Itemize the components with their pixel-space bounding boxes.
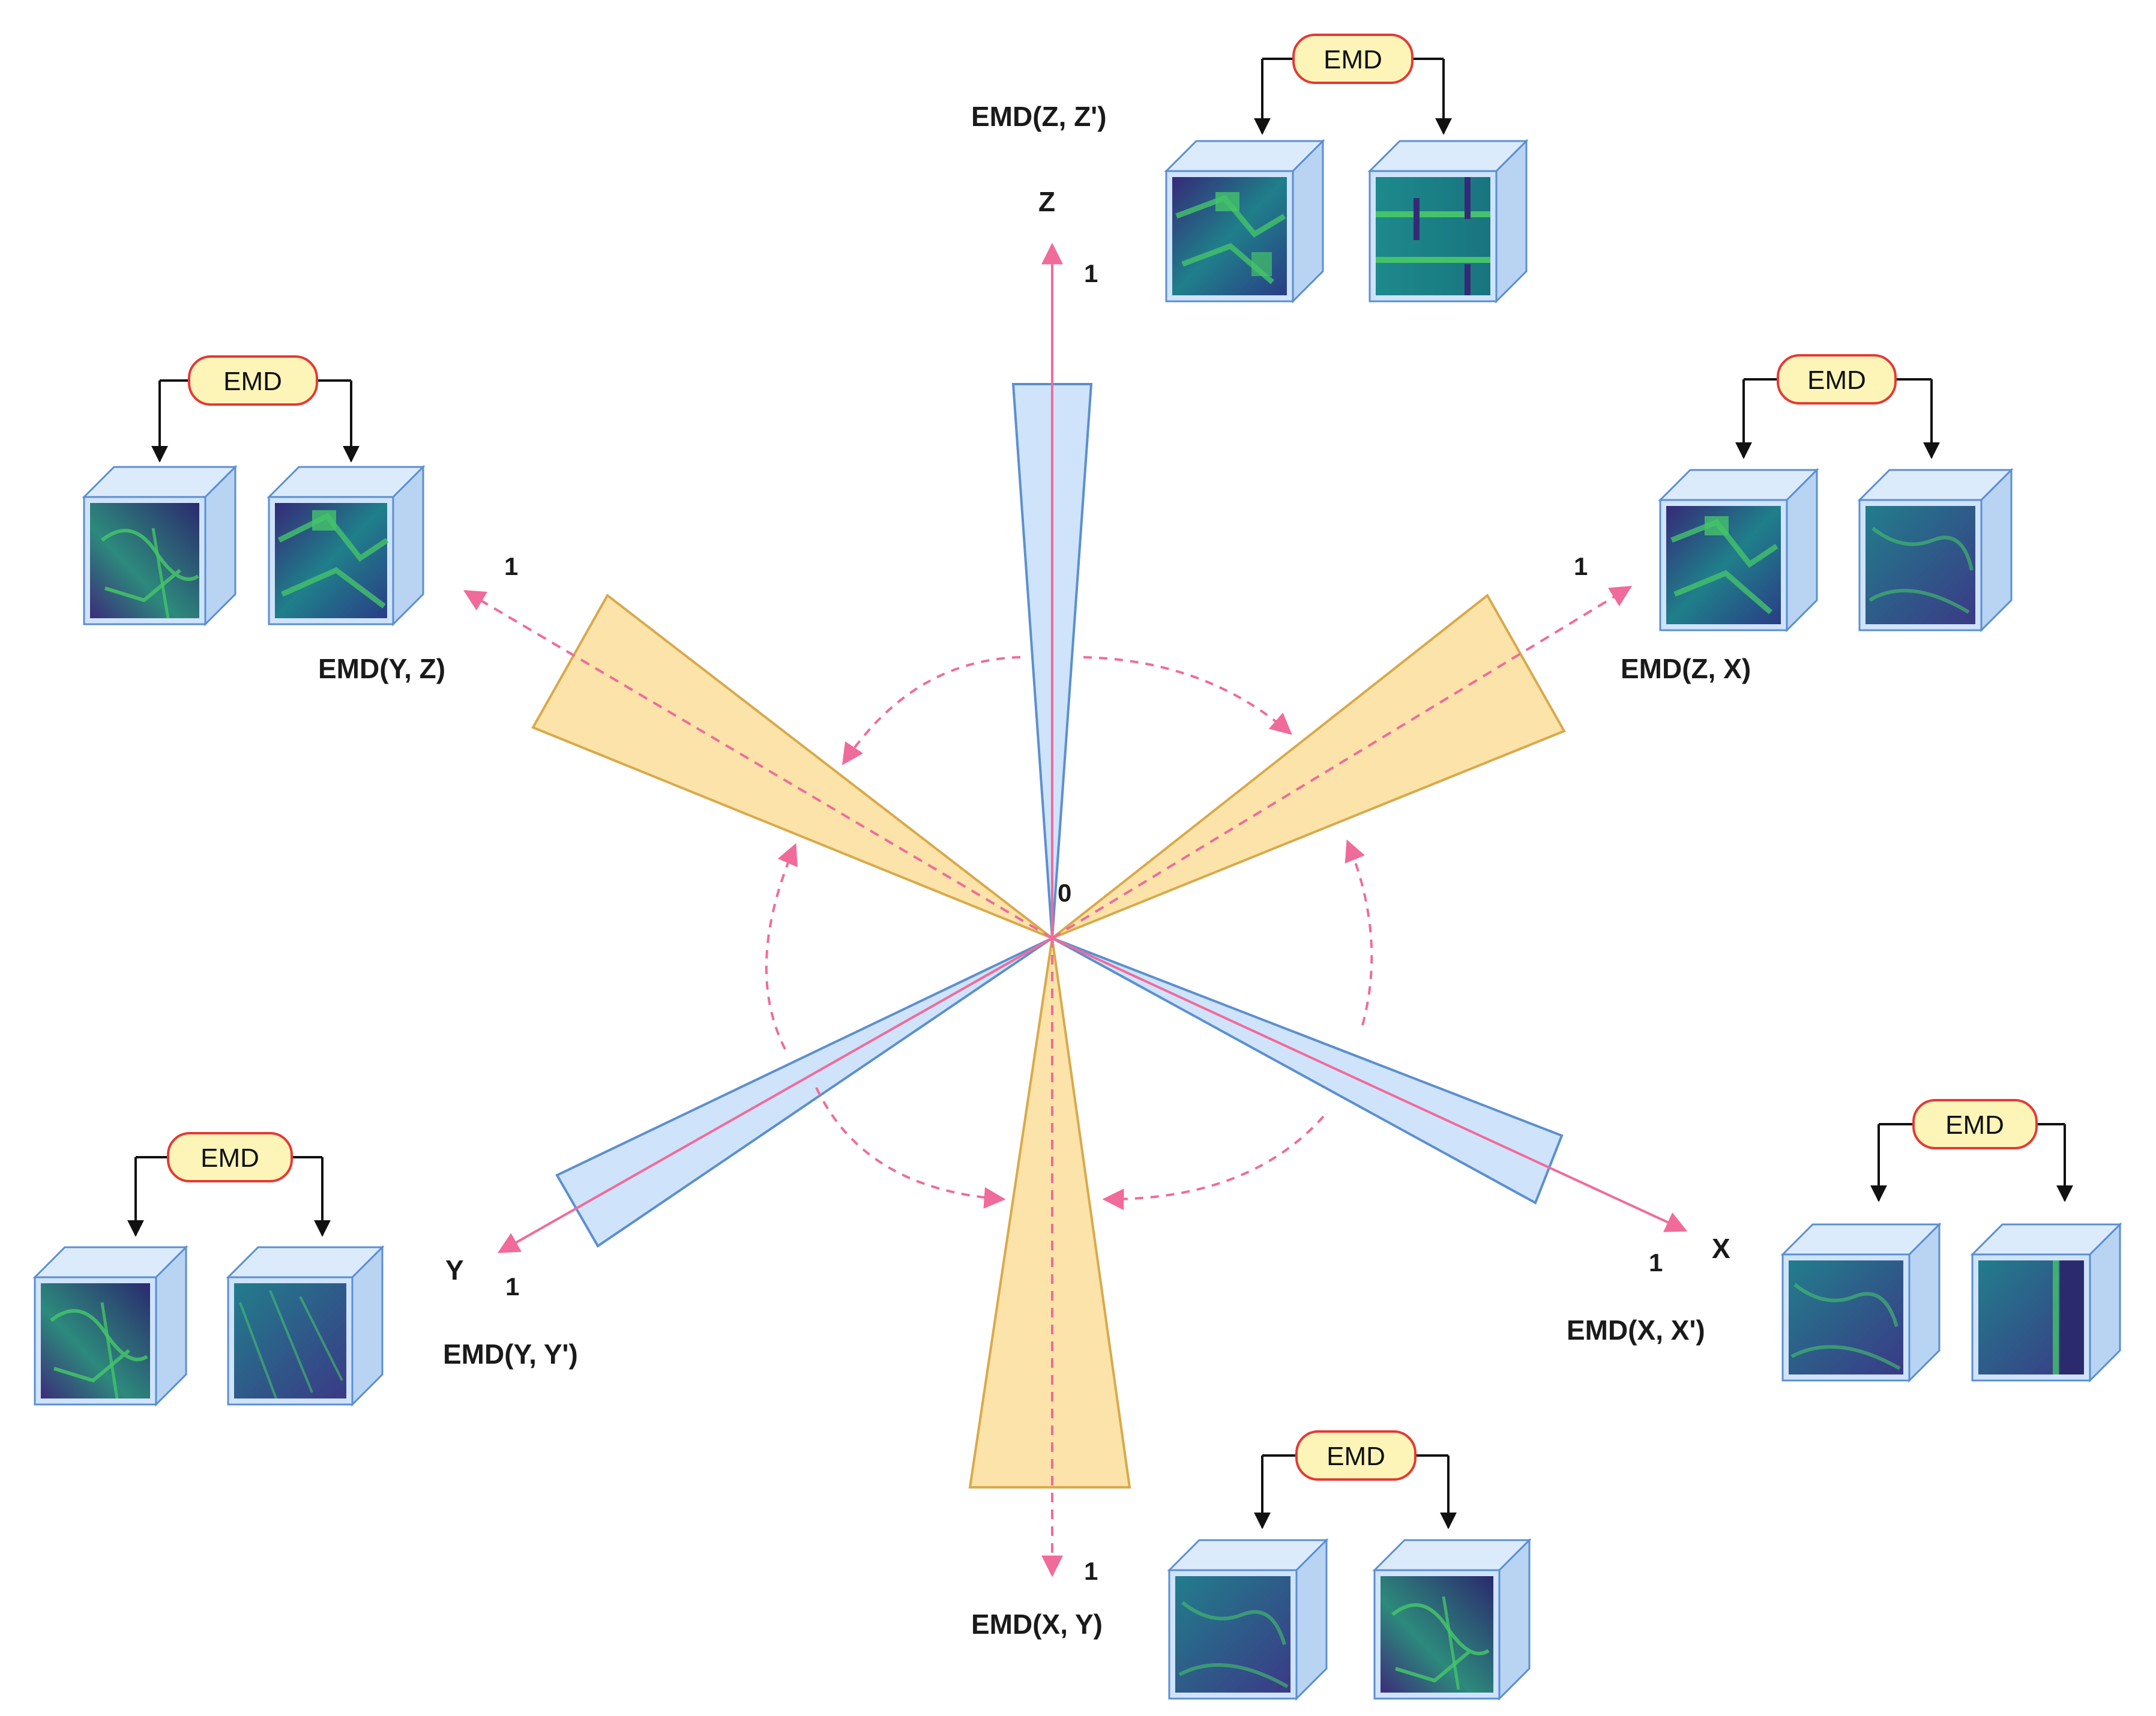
data-cube — [1658, 468, 1819, 633]
wedge-bottom-yellow — [968, 938, 1131, 1489]
diag-tl-axis — [463, 590, 1053, 939]
arc-top-left — [842, 656, 1021, 765]
emd-badge: EMD — [151, 355, 360, 463]
arc-top-right — [1083, 656, 1292, 735]
data-cube — [1367, 139, 1529, 304]
emd-badge-label: EMD — [1326, 1442, 1385, 1471]
x-axis — [1052, 937, 1688, 1232]
diag-tl-tick: 1 — [504, 552, 518, 580]
feature-map-image — [1789, 1260, 1903, 1374]
emd-badge: EMD — [1254, 34, 1452, 135]
wedge-lower-left-blue — [555, 937, 1053, 1248]
axes — [463, 242, 1688, 1577]
emd-badge-label: EMD — [223, 367, 282, 396]
pair-group-xy: EMD EMD(X, Y) — [971, 1430, 1532, 1701]
data-cube — [32, 1245, 188, 1407]
data-cube — [1857, 468, 2014, 633]
feature-map-image — [1175, 1576, 1290, 1693]
pair-label: EMD(X, X') — [1567, 1314, 1705, 1346]
pair-label: EMD(Y, Y') — [443, 1338, 578, 1370]
feature-map-image — [41, 1283, 150, 1398]
arc-left-up — [765, 843, 798, 1050]
feature-map-image — [1381, 1576, 1493, 1693]
origin-label: 0 — [1058, 879, 1071, 907]
data-cube — [226, 1245, 385, 1407]
pair-group-zz: EMD EMD(Z, Z') — [971, 34, 1529, 304]
y-axis — [497, 937, 1053, 1253]
pair-group-yy: EMD EMD(Y, Y') — [32, 1132, 578, 1407]
emd-badge-label: EMD — [1945, 1110, 2004, 1140]
pair-label: EMD(Y, Z) — [318, 653, 445, 684]
diag-tr-tick: 1 — [1574, 552, 1588, 580]
pair-label: EMD(X, Y) — [971, 1609, 1103, 1640]
wedge-upper-right-yellow — [1051, 593, 1566, 939]
data-cube — [1780, 1222, 1942, 1383]
wedge-upper-left-yellow — [531, 594, 1053, 939]
feature-map-image — [1376, 177, 1490, 295]
y-axis-tick: 1 — [505, 1272, 519, 1301]
data-cube — [82, 465, 238, 627]
rotation-arcs — [765, 656, 1373, 1211]
emd-badge-label: EMD — [200, 1143, 259, 1173]
arc-bottom-left — [815, 1087, 1006, 1209]
pair-label: EMD(Z, X) — [1621, 653, 1751, 684]
data-cube — [1164, 139, 1325, 304]
data-cube — [1372, 1538, 1532, 1701]
emd-badge: EMD — [127, 1132, 331, 1237]
emd-badge: EMD — [1735, 354, 1940, 459]
emd-badge: EMD — [1870, 1099, 2073, 1202]
pair-label: EMD(Z, Z') — [971, 101, 1107, 132]
arc-bottom-right — [1102, 1115, 1325, 1211]
z-axis-name: Z — [1038, 186, 1055, 217]
bottom-axis-tick: 1 — [1084, 1557, 1098, 1585]
pair-group-zx: EMD EMD(Z, X) — [1621, 354, 2014, 684]
emd-badge: EMD — [1254, 1430, 1457, 1529]
x-axis-tick: 1 — [1649, 1248, 1663, 1277]
emd-badge-label: EMD — [1323, 45, 1382, 74]
z-axis-tick: 1 — [1084, 259, 1098, 288]
y-axis-name: Y — [445, 1254, 464, 1286]
axis-labels: Z 1 0 X 1 Y 1 1 1 1 — [445, 186, 1730, 1585]
data-cube — [266, 465, 426, 627]
x-axis-name: X — [1712, 1233, 1730, 1264]
data-cube — [1167, 1538, 1329, 1701]
emd-badge-label: EMD — [1807, 366, 1866, 395]
arc-right-up — [1344, 839, 1373, 1026]
pair-group-yz: EMD EMD(Y, Z) — [82, 355, 445, 684]
wedges — [531, 383, 1566, 1489]
wedge-lower-right-blue — [1052, 937, 1564, 1205]
data-cube — [1970, 1222, 2122, 1383]
diag-tr-axis — [1051, 586, 1633, 939]
pair-group-xx: EMD EMD(X, X') — [1567, 1099, 2122, 1383]
